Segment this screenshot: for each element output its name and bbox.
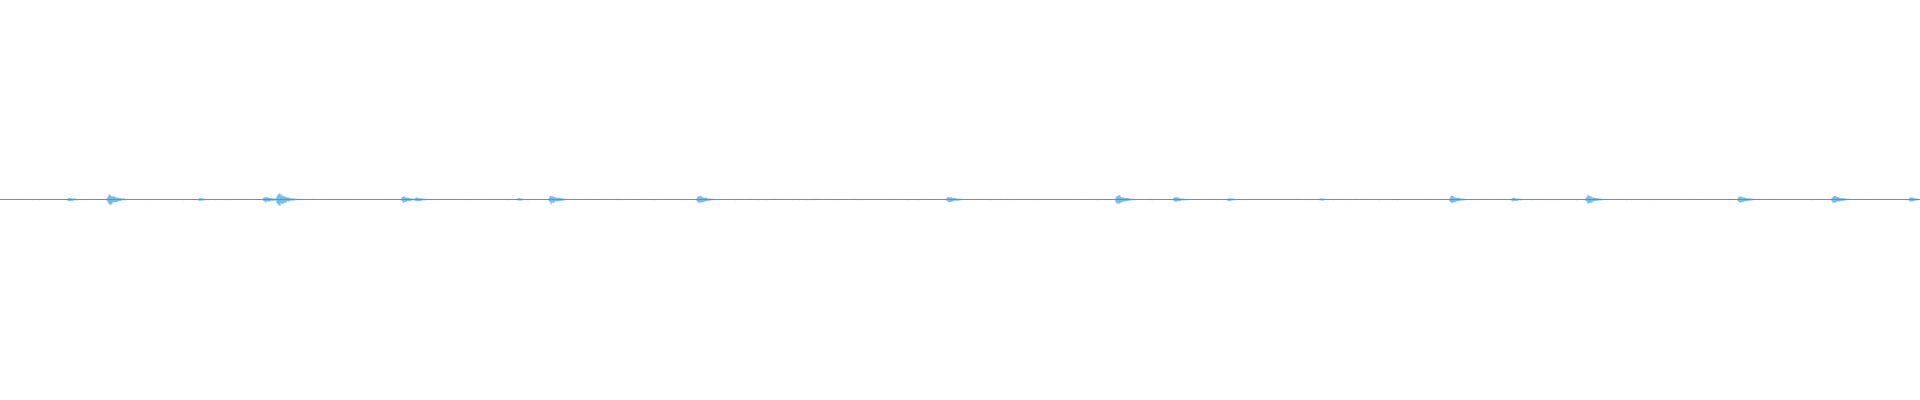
waveform-trace xyxy=(0,193,1920,206)
